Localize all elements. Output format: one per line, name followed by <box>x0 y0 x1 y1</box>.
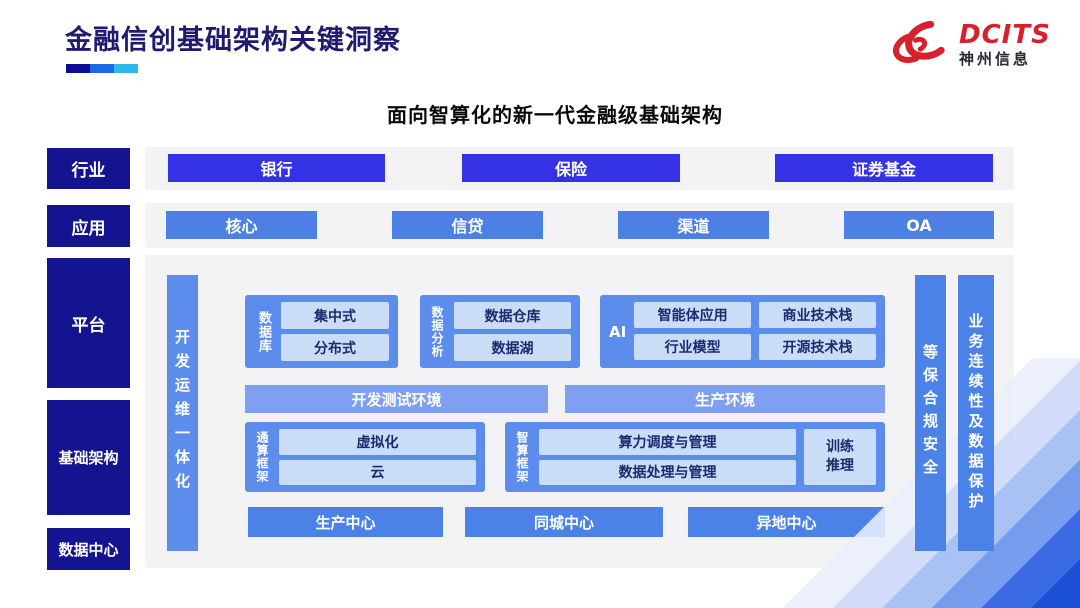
node-data-warehouse: 数据仓库 <box>454 302 571 329</box>
general-compute-group-label-text: 通算框架 <box>255 431 269 483</box>
node-training-inference: 训练推理 <box>804 429 876 485</box>
industry-row: 银行 保险 证券基金 <box>145 147 1014 190</box>
node-production-center: 生产中心 <box>248 507 443 537</box>
node-compute-scheduling: 算力调度与管理 <box>539 429 796 455</box>
database-group-label: 数据库 <box>254 311 273 353</box>
title-underline-segment <box>90 64 114 73</box>
node-virtualization: 虚拟化 <box>279 429 476 455</box>
platform-panel: 开发运维一体化 数据库 集中式 分布式 数据分析 数据仓库 数据湖 AI <box>145 255 1014 568</box>
node-same-city-center: 同城中心 <box>465 507 663 537</box>
node-insurance: 保险 <box>462 154 680 182</box>
database-group-label-text: 数据库 <box>256 310 271 353</box>
node-bank: 银行 <box>168 154 385 182</box>
node-remote-center: 异地中心 <box>688 507 885 537</box>
application-row: 核心 信贷 渠道 OA <box>145 203 1014 248</box>
devops-vertical-bar: 开发运维一体化 <box>167 275 198 551</box>
title-underline <box>66 64 138 73</box>
node-industry-models: 行业模型 <box>634 334 752 360</box>
intelligent-compute-group: 智算框架 算力调度与管理 数据处理与管理 训练推理 <box>505 422 885 492</box>
ai-group-label: AI <box>609 322 627 341</box>
compliance-security-bar: 等保合规安全 <box>915 275 946 551</box>
node-open-source-stack: 开源技术栈 <box>759 334 876 360</box>
database-group: 数据库 集中式 分布式 <box>245 295 398 368</box>
node-channel: 渠道 <box>618 211 769 239</box>
sidebar-item-industry: 行业 <box>47 148 130 189</box>
title-underline-segment <box>66 64 90 73</box>
intelligent-compute-group-label-text: 智算框架 <box>515 431 529 483</box>
page-title: 金融信创基础架构关键洞察 <box>65 25 401 56</box>
business-continuity-bar: 业务连续性及数据保护 <box>958 275 994 551</box>
node-centralized: 集中式 <box>281 302 389 329</box>
logo-brand: DCITS <box>959 20 1051 51</box>
general-compute-group-label: 通算框架 <box>254 431 271 483</box>
node-oa: OA <box>844 211 994 239</box>
logo-text: DCITS 神州信息 <box>959 22 1051 67</box>
logo-company-name: 神州信息 <box>959 49 1032 68</box>
node-commercial-stack: 商业技术栈 <box>759 302 876 328</box>
intelligent-compute-group-label: 智算框架 <box>514 431 531 483</box>
node-cloud: 云 <box>279 459 476 485</box>
company-logo: DCITS 神州信息 <box>893 17 1051 73</box>
sidebar-item-application: 应用 <box>47 205 130 247</box>
node-credit: 信贷 <box>392 211 543 239</box>
data-analytics-group-label-text: 数据分析 <box>430 305 444 358</box>
node-securities-funds: 证券基金 <box>775 154 993 182</box>
node-production-environment: 生产环境 <box>565 385 885 413</box>
sidebar-item-datacenter: 数据中心 <box>47 528 130 570</box>
node-data-processing: 数据处理与管理 <box>539 459 796 485</box>
devops-bar-label: 开发运维一体化 <box>173 329 191 497</box>
general-compute-group: 通算框架 虚拟化 云 <box>245 422 485 492</box>
compliance-security-bar-label: 等保合规安全 <box>921 344 939 482</box>
node-distributed: 分布式 <box>281 334 389 361</box>
node-data-lake: 数据湖 <box>454 334 571 361</box>
sidebar-item-infrastructure: 基础架构 <box>47 400 130 515</box>
node-core: 核心 <box>166 211 317 239</box>
ai-group: AI 智能体应用 商业技术栈 行业模型 开源技术栈 <box>600 295 885 368</box>
data-analytics-group-label: 数据分析 <box>429 306 446 358</box>
node-agent-apps: 智能体应用 <box>634 302 752 328</box>
swirl-logo-icon <box>893 17 951 73</box>
data-analytics-group: 数据分析 数据仓库 数据湖 <box>420 295 580 368</box>
business-continuity-bar-label: 业务连续性及数据保护 <box>966 313 985 513</box>
node-dev-test-environment: 开发测试环境 <box>245 385 548 413</box>
node-training-inference-label: 训练推理 <box>826 439 854 474</box>
diagram-subtitle: 面向智算化的新一代金融级基础架构 <box>387 103 723 127</box>
title-underline-segment <box>114 64 138 73</box>
sidebar-item-platform: 平台 <box>47 258 130 388</box>
